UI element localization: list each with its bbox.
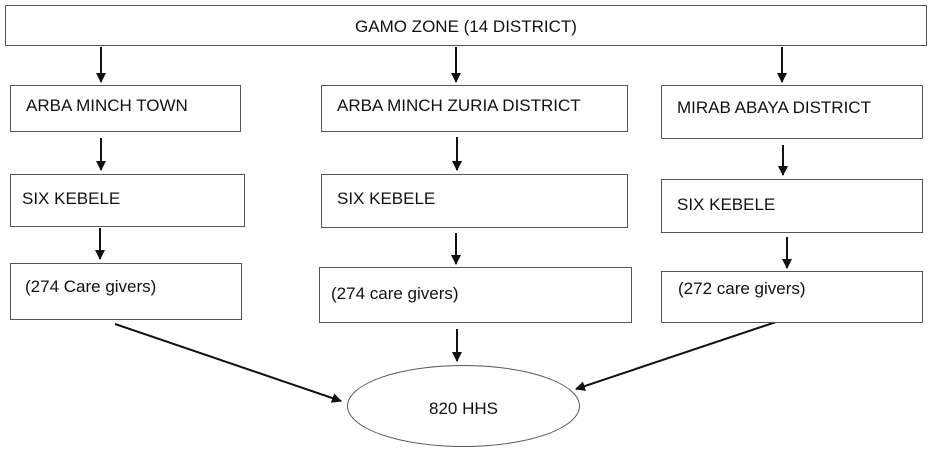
arba-minch-town-box: ARBA MINCH TOWN: [10, 85, 241, 132]
arba-minch-town-caregivers-box: (274 Care givers): [10, 263, 242, 320]
district-label: ARBA MINCH ZURIA DISTRICT: [337, 96, 581, 115]
mirab-abaya-kebele-box: SIX KEBELE: [661, 179, 923, 233]
total-households-ellipse: 820 HHS: [347, 365, 580, 447]
arba-minch-town-kebele-box: SIX KEBELE: [10, 174, 245, 227]
kebele-label: SIX KEBELE: [22, 189, 121, 208]
arba-minch-zuria-caregivers-box: (274 care givers): [319, 267, 632, 323]
mirab-abaya-box: MIRAB ABAYA DISTRICT: [661, 85, 923, 139]
district-label: ARBA MINCH TOWN: [26, 96, 188, 115]
arrow-mirab-caregivers-to-total: [575, 321, 777, 391]
caregivers-label: (274 Care givers): [25, 277, 157, 296]
total-households-label: 820 HHS: [429, 399, 498, 418]
arba-minch-zuria-box: ARBA MINCH ZURIA DISTRICT: [321, 85, 628, 132]
caregivers-label: (274 care givers): [331, 284, 459, 303]
kebele-label: SIX KEBELE: [677, 195, 776, 214]
caregivers-label: (272 care givers): [678, 279, 806, 298]
district-label: MIRAB ABAYA DISTRICT: [677, 98, 871, 117]
arba-minch-zuria-kebele-box: SIX KEBELE: [321, 174, 628, 228]
kebele-label: SIX KEBELE: [337, 189, 436, 208]
gamo-zone-box: GAMO ZONE (14 DISTRICT): [5, 5, 927, 46]
gamo-zone-label: GAMO ZONE (14 DISTRICT): [355, 17, 577, 36]
arrow-town-caregivers-to-total: [114, 323, 342, 403]
mirab-abaya-caregivers-box: (272 care givers): [661, 271, 923, 323]
